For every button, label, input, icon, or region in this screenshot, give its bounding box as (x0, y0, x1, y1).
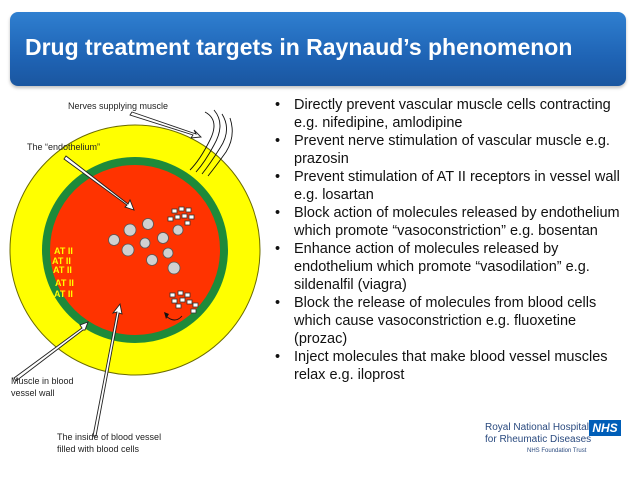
blood-cell (140, 238, 150, 248)
muscle-label-line2: vessel wall (11, 387, 55, 399)
blood-cell (163, 248, 173, 258)
molecule-square (187, 300, 192, 304)
blood-cell (143, 219, 154, 230)
logo-line3: NHS Foundation Trust (527, 448, 586, 454)
at-receptor-label: AT II (53, 265, 72, 275)
target-text: Directly prevent vascular muscle cells c… (294, 97, 611, 131)
inside-label-line2: filled with blood cells (57, 443, 139, 455)
molecule-square (175, 215, 180, 219)
molecule-square (180, 298, 185, 302)
nhs-badge: NHS (589, 420, 621, 436)
inside-label-line1: The inside of blood vessel (57, 431, 161, 443)
molecule-square (168, 217, 173, 221)
bullet: • (275, 168, 280, 186)
at-receptor-label: AT II (55, 278, 74, 288)
target-text: Inject molecules that make blood vessel … (294, 349, 608, 383)
target-text: Enhance action of molecules released by … (294, 241, 590, 293)
molecule-square (172, 299, 177, 303)
target-text: Prevent nerve stimulation of vascular mu… (294, 133, 610, 167)
target-item: • Prevent nerve stimulation of vascular m… (270, 132, 632, 168)
target-item: • Block action of molecules released by e… (270, 204, 632, 240)
blood-cell (168, 262, 180, 274)
blood-cell (109, 235, 120, 246)
target-text: Block action of molecules released by en… (294, 205, 620, 239)
molecule-square (189, 215, 194, 219)
target-item: • Block the release of molecules from blo… (270, 294, 632, 348)
treatment-targets-list: • Directly prevent vascular muscle cells … (270, 96, 632, 384)
blood-cell (173, 225, 183, 235)
molecule-square (179, 207, 184, 211)
molecule-square (170, 293, 175, 297)
bullet: • (275, 132, 280, 150)
target-item: • Inject molecules that make blood vessel… (270, 348, 632, 384)
title-bar: Drug treatment targets in Raynaud’s phen… (10, 12, 626, 86)
bullet: • (275, 96, 280, 114)
target-item: • Prevent stimulation of AT II receptors … (270, 168, 632, 204)
molecule-square (176, 304, 181, 308)
molecule-square (193, 303, 198, 307)
vessel-diagram: Nerves supplying muscle The “endothelium… (0, 90, 268, 479)
blood-cell (147, 255, 158, 266)
hospital-logo: Royal National Hospital for Rheumatic Di… (485, 418, 625, 462)
molecule-square (185, 221, 190, 225)
endothelium-label: The “endothelium” (27, 141, 100, 153)
molecule-square (185, 293, 190, 297)
target-text: Block the release of molecules from bloo… (294, 295, 596, 347)
bullet: • (275, 294, 280, 312)
at-receptor-label: AT II (54, 289, 73, 299)
target-item: • Directly prevent vascular muscle cells … (270, 96, 632, 132)
muscle-label-line1: Muscle in blood (11, 375, 74, 387)
logo-line2: for Rheumatic Diseases (485, 434, 591, 445)
logo-line1: Royal National Hospital (485, 422, 589, 433)
at-receptor-label: AT II (54, 246, 73, 256)
target-text: Prevent stimulation of AT II receptors i… (294, 169, 620, 203)
bullet: • (275, 240, 280, 258)
slide-title: Drug treatment targets in Raynaud’s phen… (25, 34, 572, 61)
molecule-square (172, 209, 177, 213)
molecule-square (186, 208, 191, 212)
blood-cell (122, 244, 134, 256)
molecule-square (178, 291, 183, 295)
bullet: • (275, 204, 280, 222)
blood-cell (158, 233, 169, 244)
molecule-square (191, 309, 196, 313)
blood-cell (124, 224, 136, 236)
molecule-square (182, 214, 187, 218)
bullet: • (275, 348, 280, 366)
target-item: • Enhance action of molecules released by… (270, 240, 632, 294)
nerves-label: Nerves supplying muscle (68, 100, 168, 112)
